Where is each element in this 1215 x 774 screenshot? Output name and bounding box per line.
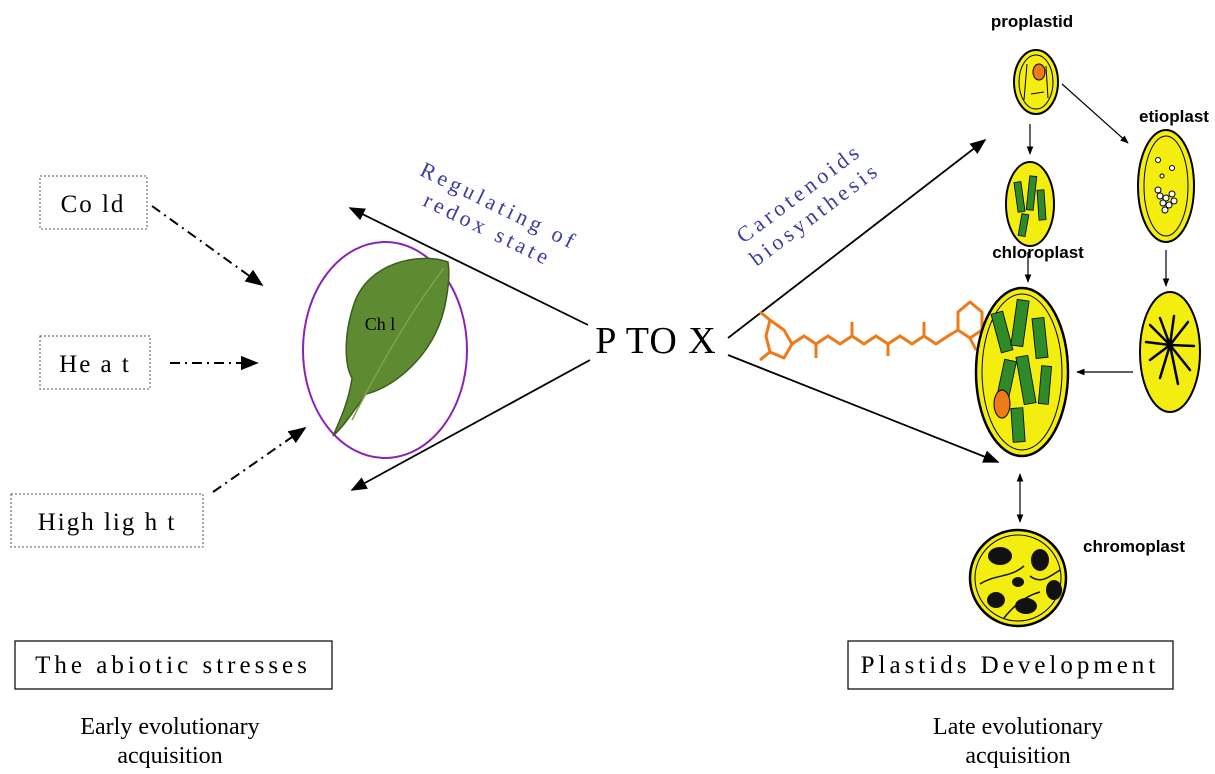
caption-early-line2: acquisition	[117, 743, 222, 769]
arrow-proplastid-to-etioplast	[1061, 83, 1129, 144]
proplastid-nucleoid	[1032, 63, 1046, 81]
stress-high-light-label: High lig h t	[38, 509, 177, 536]
chromoplast-fibrils	[979, 565, 1061, 619]
leaf-illustration: Ch l	[302, 241, 468, 459]
proplastid-label: proplastid	[991, 12, 1073, 31]
stress-cold-label: Co ld	[61, 191, 126, 218]
developing-plastid-outer	[1139, 291, 1201, 413]
etioplast-inner	[1143, 135, 1189, 237]
etioplast-label: etioplast	[1139, 107, 1209, 126]
arrow-ptox-to-proplastid	[727, 139, 987, 339]
arrow-ptox-to-redox	[348, 207, 589, 326]
chromoplast: chromoplast	[968, 528, 1185, 628]
proplastid-inner	[1018, 54, 1054, 110]
ptox-label: P TO X	[595, 320, 716, 362]
stress-heat-label: He a t	[59, 351, 131, 378]
annotation-carotenoids: Carotenoids biosynthesis	[732, 138, 885, 271]
plastids-development-box: Plastids Development	[847, 640, 1174, 690]
carotene-molecule	[759, 300, 995, 362]
caption-late-line1: Late evolutionary	[933, 714, 1103, 740]
stress-high-light: High lig h t	[10, 493, 204, 548]
caption-late-line2: acquisition	[965, 743, 1070, 769]
proplastid: proplastid	[991, 12, 1073, 115]
arrow-cold-to-leaf	[151, 205, 264, 287]
young-chloroplast-thylakoids	[1013, 175, 1047, 237]
abiotic-stresses-box: The abiotic stresses	[14, 640, 333, 690]
etioplast-prolamellar-body	[1154, 157, 1178, 214]
chloroplast-plastoglobule	[993, 389, 1011, 419]
developing-plastid	[1139, 291, 1201, 413]
stress-cold-box	[39, 175, 148, 230]
chromoplast-globules	[987, 547, 1062, 614]
developing-plastid-thylakoids	[1144, 314, 1196, 386]
chloroplast-inner	[981, 293, 1063, 451]
stress-high-light-box	[10, 493, 204, 548]
leaf-label: Ch l	[365, 314, 396, 334]
carotene-methyls	[759, 310, 926, 362]
chromoplast-inner	[974, 534, 1062, 622]
chloroplast: chloroplast	[974, 243, 1084, 458]
stress-cold: Co ld	[39, 175, 148, 230]
chloroplast-label: chloroplast	[992, 243, 1084, 262]
leaf-midrib	[351, 267, 445, 421]
young-chloroplast	[1005, 161, 1055, 247]
arrow-high-light-to-leaf	[212, 426, 307, 493]
caption-early-line1: Early evolutionary	[80, 714, 259, 740]
plastids-development-label: Plastids Development	[861, 652, 1160, 679]
etioplast: etioplast	[1137, 107, 1209, 243]
plastids-development-frame	[847, 640, 1174, 690]
proplastid-membranes	[1023, 63, 1049, 101]
chromoplast-label: chromoplast	[1083, 537, 1185, 556]
arrow-ptox-to-leaf-lower	[350, 359, 591, 491]
carotene-chain	[791, 328, 959, 346]
etioplast-outer	[1137, 129, 1195, 243]
arrow-ptox-to-chloroplast	[727, 354, 1000, 463]
abiotic-stresses-label: The abiotic stresses	[35, 652, 311, 679]
abiotic-stresses-frame	[14, 640, 333, 690]
proplastid-outer	[1013, 49, 1059, 115]
leaf-outline-ellipse	[302, 241, 468, 459]
stress-heat-box	[39, 335, 151, 390]
stress-heat: He a t	[39, 335, 151, 390]
